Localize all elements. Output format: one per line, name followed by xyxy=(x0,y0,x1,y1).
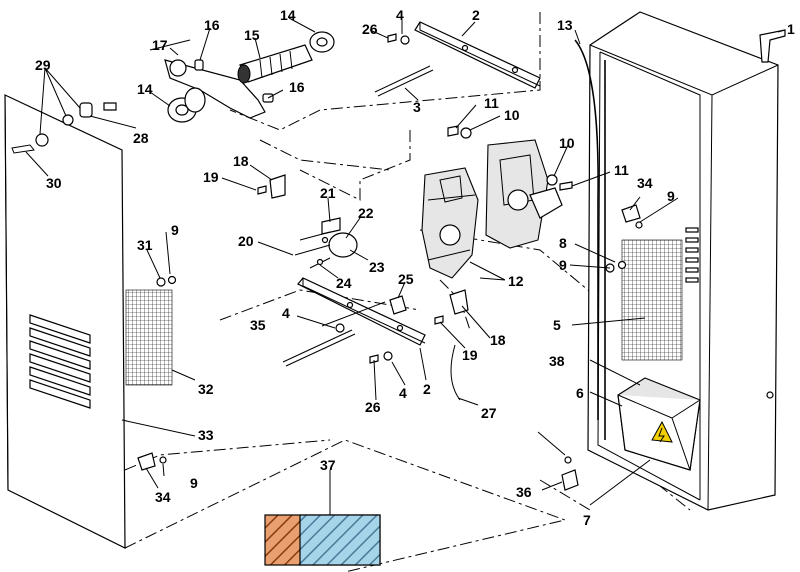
screw-top xyxy=(387,33,410,45)
label-18: 18 xyxy=(490,332,506,348)
label-22: 22 xyxy=(358,205,374,221)
label-16: 16 xyxy=(204,17,220,33)
part-labels: 1 2 2 3 4 4 4 5 6 7 8 9 9 9 9 10 10 11 1… xyxy=(35,7,795,528)
label-35: 35 xyxy=(250,317,266,333)
door-mesh xyxy=(125,289,173,386)
spacer xyxy=(389,295,407,315)
label-9: 9 xyxy=(559,257,567,273)
label-17: 17 xyxy=(152,37,168,53)
lever-assembly xyxy=(149,31,335,123)
door-panel xyxy=(4,94,173,549)
label-33: 33 xyxy=(198,427,214,443)
nut-door xyxy=(156,277,166,287)
cabinet-slots xyxy=(685,227,699,283)
latch-cabinet xyxy=(621,204,643,229)
label-20: 20 xyxy=(238,233,254,249)
label-8: 8 xyxy=(559,235,567,251)
label-25: 25 xyxy=(398,271,414,287)
label-37: 37 xyxy=(320,457,336,473)
label-4: 4 xyxy=(399,385,407,401)
warning-icon xyxy=(651,420,673,443)
label-27: 27 xyxy=(481,405,497,421)
label-11: 11 xyxy=(614,162,629,178)
label-10: 10 xyxy=(504,107,520,123)
label-9: 9 xyxy=(190,475,198,491)
label-19: 19 xyxy=(462,347,478,363)
screw-lower xyxy=(369,351,393,364)
pad xyxy=(264,514,381,566)
bracket-upper xyxy=(257,174,286,199)
label-23: 23 xyxy=(369,259,385,275)
label-4: 4 xyxy=(396,7,404,23)
label-34: 34 xyxy=(155,489,171,505)
washer-cabinet xyxy=(617,260,627,270)
label-26: 26 xyxy=(362,21,378,37)
bolts-center xyxy=(447,125,573,191)
label-3: 3 xyxy=(413,99,421,115)
label-9: 9 xyxy=(667,188,675,204)
label-28: 28 xyxy=(133,130,149,146)
bracket-36 xyxy=(561,456,579,491)
label-38: 38 xyxy=(549,353,565,369)
cable xyxy=(450,344,461,401)
label-2: 2 xyxy=(472,7,480,23)
gear-housing-left xyxy=(421,167,479,279)
label-5: 5 xyxy=(553,317,561,333)
rod-lower xyxy=(282,329,356,367)
gear-housing-right xyxy=(485,139,563,249)
label-24: 24 xyxy=(336,275,352,291)
label-30: 30 xyxy=(46,175,62,191)
rail-lower xyxy=(297,277,426,346)
label-31: 31 xyxy=(137,237,153,253)
label-10: 10 xyxy=(559,135,575,151)
washer-lower xyxy=(335,323,345,333)
label-32: 32 xyxy=(198,381,214,397)
label-21: 21 xyxy=(320,185,336,201)
label-16: 16 xyxy=(289,79,305,95)
rod-upper xyxy=(374,65,434,97)
label-18: 18 xyxy=(233,153,249,169)
label-1: 1 xyxy=(787,21,795,37)
electrical-box xyxy=(617,377,701,471)
sensor-plate xyxy=(294,217,358,269)
label-36: 36 xyxy=(516,484,532,500)
latch-door xyxy=(137,452,167,471)
label-2: 2 xyxy=(423,381,431,397)
label-29: 29 xyxy=(35,57,51,73)
washer-door xyxy=(167,275,177,285)
label-34: 34 xyxy=(637,175,653,191)
leader-lines xyxy=(25,17,786,515)
label-14: 14 xyxy=(137,81,153,97)
label-6: 6 xyxy=(576,385,584,401)
label-15: 15 xyxy=(244,27,260,43)
label-13: 13 xyxy=(557,17,573,33)
label-19: 19 xyxy=(203,169,219,185)
cabinet-mesh xyxy=(621,239,683,361)
label-4: 4 xyxy=(282,305,290,321)
screw-set xyxy=(62,102,117,126)
label-11: 11 xyxy=(484,95,499,111)
label-12: 12 xyxy=(508,273,524,289)
rail-top xyxy=(414,21,541,89)
label-7: 7 xyxy=(583,512,591,528)
label-26: 26 xyxy=(365,399,381,415)
door-vents xyxy=(29,314,91,409)
label-9: 9 xyxy=(171,222,179,238)
label-14: 14 xyxy=(280,7,296,23)
